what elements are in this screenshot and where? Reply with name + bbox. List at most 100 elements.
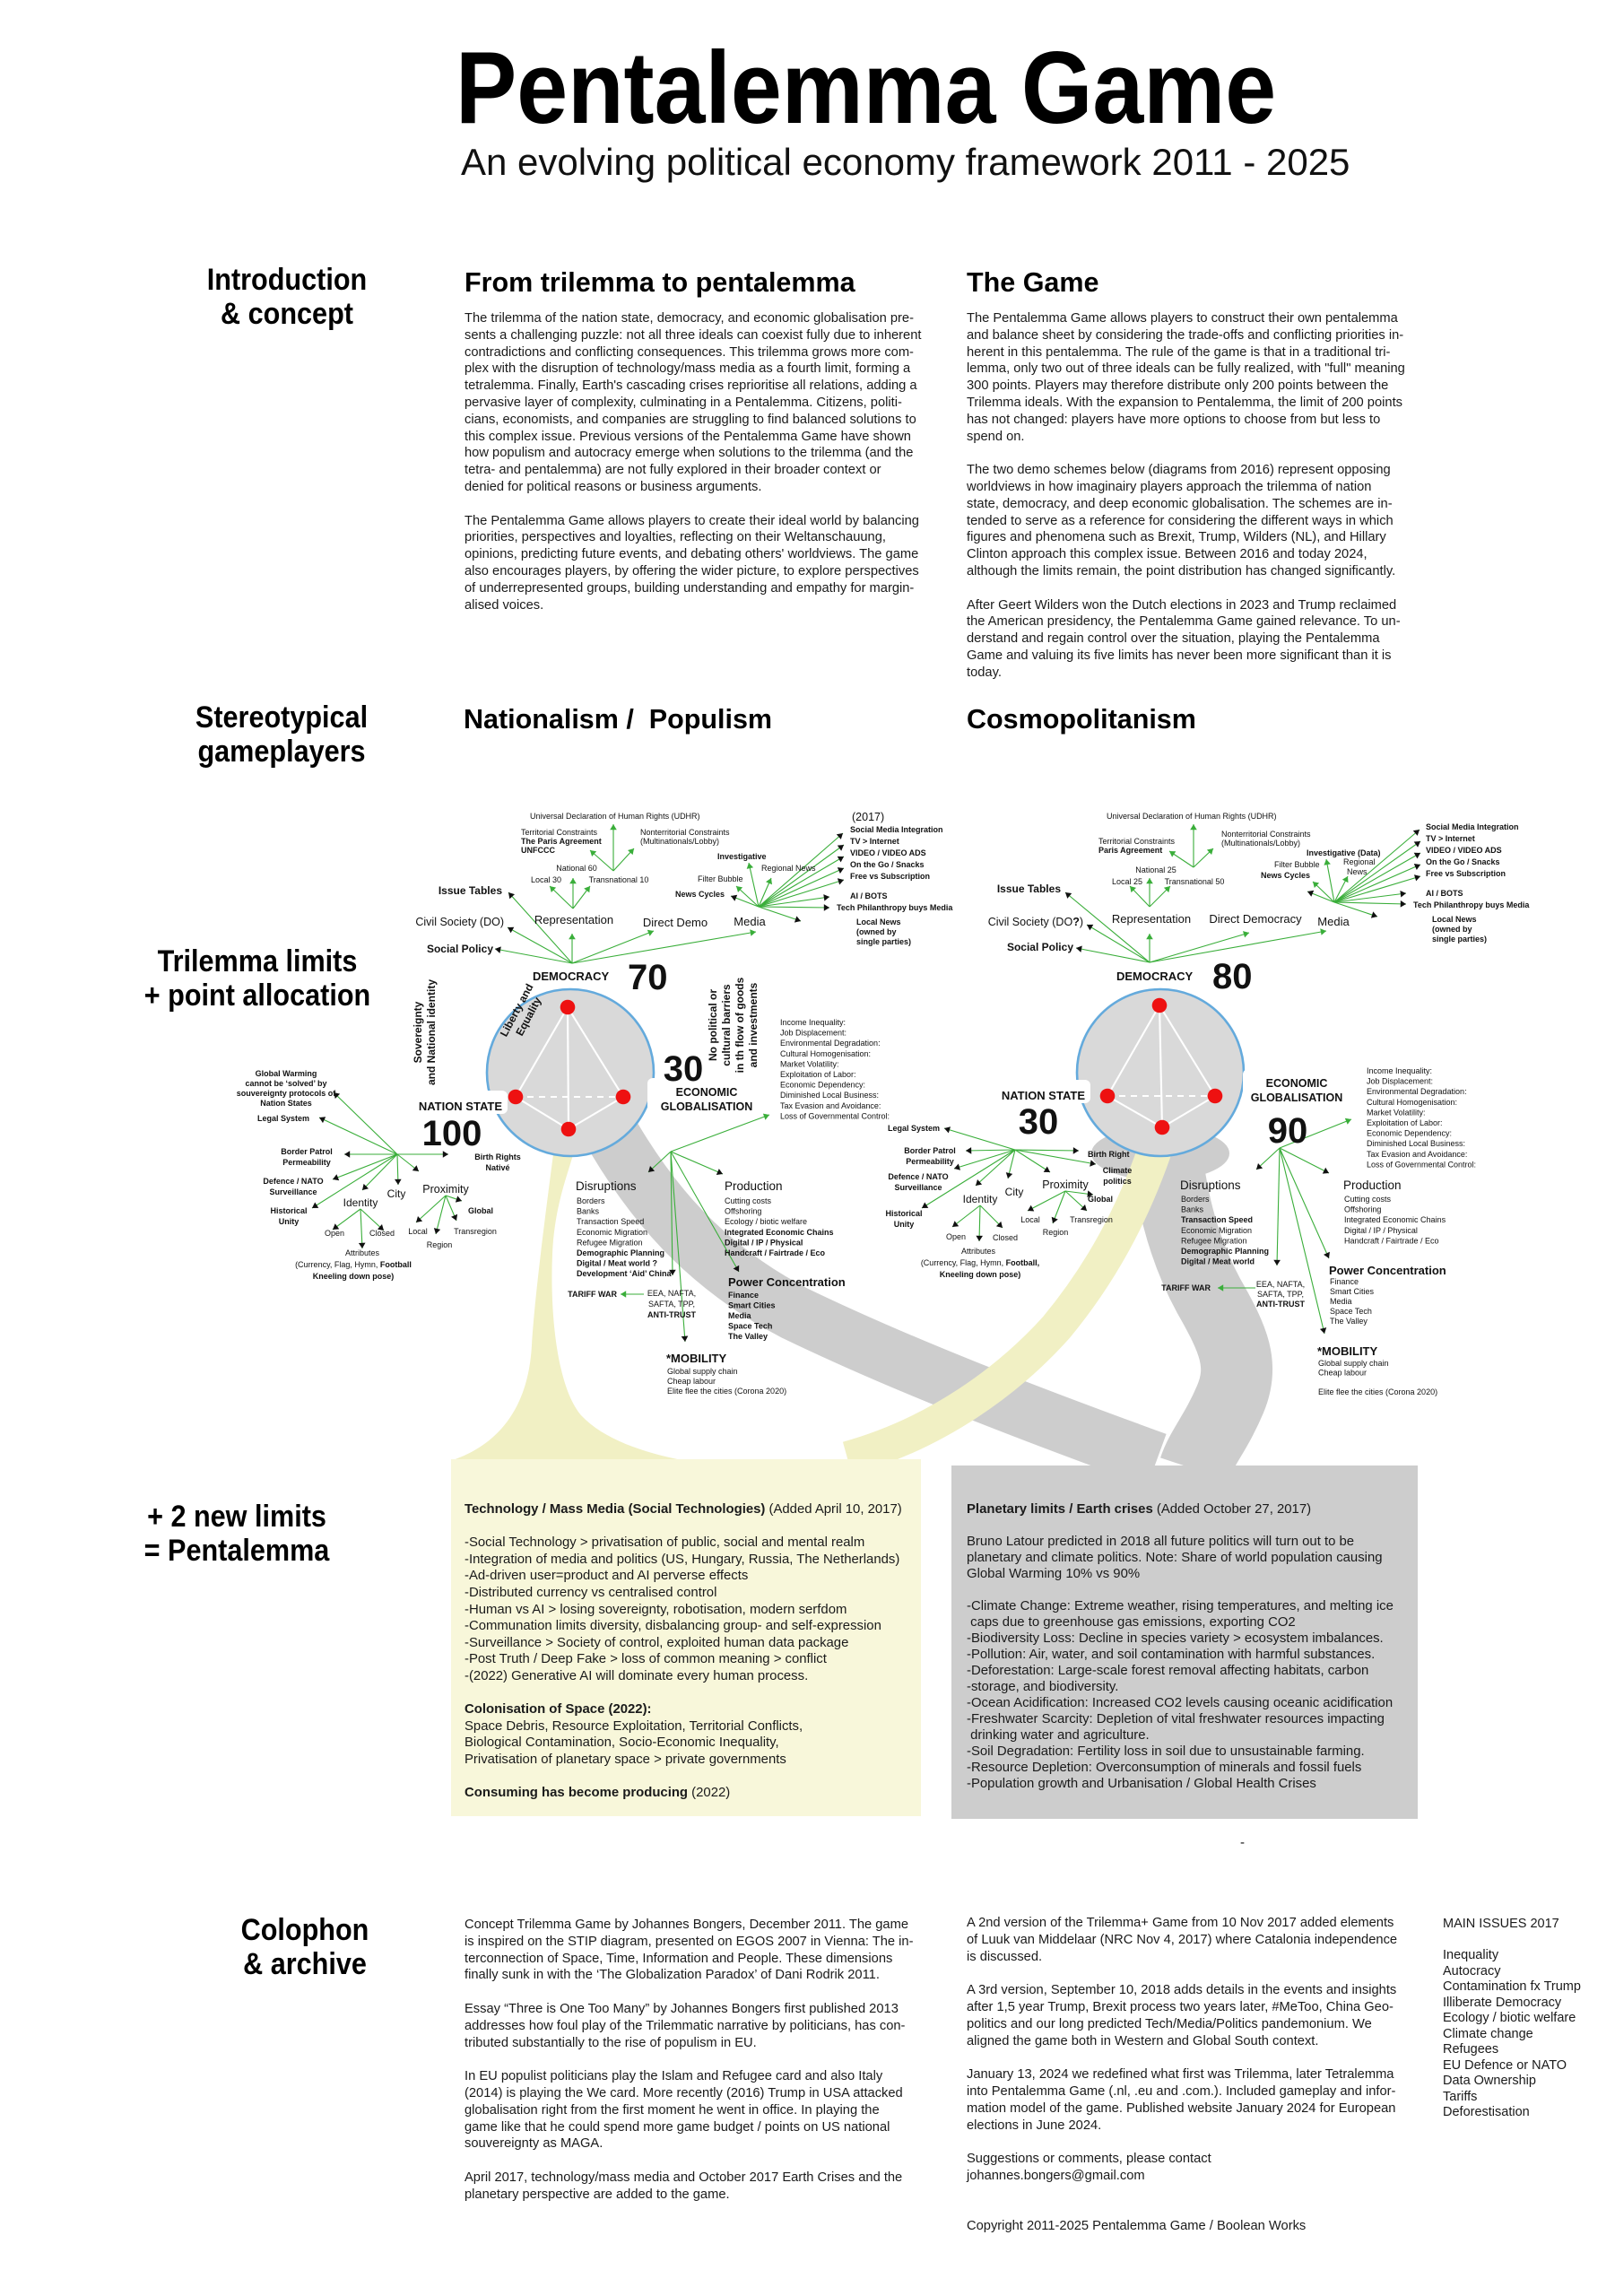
svg-text:Birth Right: Birth Right	[1088, 1150, 1130, 1159]
svg-text:The Valley: The Valley	[728, 1332, 768, 1341]
svg-text:TV > Internet: TV > Internet	[1426, 834, 1475, 843]
svg-text:Nation States: Nation States	[260, 1099, 312, 1108]
svg-text:On the Go / Snacks: On the Go / Snacks	[850, 860, 925, 869]
svg-text:Elite flee the cities (Corona: Elite flee the cities (Corona 2020)	[667, 1387, 786, 1396]
svg-text:*MOBILITY: *MOBILITY	[666, 1352, 726, 1365]
svg-text:Closed: Closed	[993, 1233, 1018, 1242]
svg-text:Issue Tables: Issue Tables	[438, 884, 502, 897]
svg-text:Open: Open	[325, 1229, 344, 1238]
svg-text:Exploitation of Labor:: Exploitation of Labor:	[780, 1070, 856, 1079]
svg-text:Digital / IP / Physical: Digital / IP / Physical	[1344, 1226, 1418, 1235]
svg-text:News Cycles: News Cycles	[675, 890, 725, 899]
svg-text:Power Concentration: Power Concentration	[728, 1275, 846, 1289]
svg-text:Exploitation of Labor:: Exploitation of Labor:	[1367, 1118, 1443, 1127]
svg-text:NATION STATE: NATION STATE	[419, 1100, 502, 1113]
svg-text:City: City	[387, 1187, 406, 1200]
svg-text:Social Policy: Social Policy	[427, 943, 493, 955]
svg-text:Civil Society (DO?): Civil Society (DO?)	[988, 916, 1083, 928]
svg-text:Production: Production	[725, 1179, 783, 1193]
svg-text:(owned by: (owned by	[856, 927, 897, 936]
svg-text:Universal Declaration of Human: Universal Declaration of Human Rights (U…	[530, 812, 700, 821]
svg-text:Transnational 50: Transnational 50	[1165, 877, 1225, 886]
svg-text:Market Volatility:: Market Volatility:	[780, 1059, 839, 1068]
svg-text:Local: Local	[1020, 1215, 1040, 1224]
svg-text:Cheap labour: Cheap labour	[667, 1377, 716, 1386]
svg-text:and National identity: and National identity	[425, 979, 438, 1085]
svg-text:Environmental Degradation:: Environmental Degradation:	[780, 1039, 881, 1048]
svg-text:Banks: Banks	[1181, 1205, 1204, 1214]
svg-text:TV > Internet: TV > Internet	[850, 837, 899, 846]
svg-text:(Currency, Flag, Hymn, Footbal: (Currency, Flag, Hymn, Football,	[921, 1258, 1039, 1267]
svg-text:Attributes: Attributes	[345, 1248, 380, 1257]
svg-text:VIDEO / VIDEO ADS: VIDEO / VIDEO ADS	[1426, 846, 1502, 855]
svg-text:80: 80	[1212, 957, 1253, 996]
svg-text:Income Inequality:: Income Inequality:	[780, 1018, 846, 1027]
svg-text:single parties): single parties)	[1432, 935, 1487, 944]
svg-text:Local News: Local News	[1432, 915, 1477, 924]
svg-text:The Valley: The Valley	[1330, 1317, 1368, 1326]
svg-text:Filter Bubble: Filter Bubble	[698, 874, 743, 883]
svg-text:TARIFF WAR: TARIFF WAR	[1161, 1283, 1211, 1292]
svg-text:100: 100	[422, 1114, 482, 1153]
svg-text:Free vs Subscription: Free vs Subscription	[850, 872, 930, 881]
svg-text:Job Displacement:: Job Displacement:	[780, 1029, 847, 1038]
svg-text:DEMOCRACY: DEMOCRACY	[533, 970, 610, 983]
svg-text:(2017): (2017)	[852, 811, 884, 823]
svg-text:ANTI-TRUST: ANTI-TRUST	[1256, 1300, 1305, 1309]
svg-text:The Paris Agreement: The Paris Agreement	[521, 837, 602, 846]
svg-text:Disruptions: Disruptions	[576, 1179, 637, 1193]
svg-text:EEA, NAFTA,: EEA, NAFTA,	[1256, 1280, 1305, 1289]
svg-text:Transaction Speed: Transaction Speed	[577, 1217, 644, 1226]
svg-text:Refugee Migration: Refugee Migration	[1181, 1236, 1247, 1245]
svg-text:Smart Cities: Smart Cities	[728, 1301, 776, 1310]
svg-text:Finance: Finance	[728, 1291, 759, 1300]
svg-text:Nonterritorial Constraints: Nonterritorial Constraints	[1221, 830, 1311, 839]
svg-text:Permeability: Permeability	[282, 1158, 331, 1167]
svg-text:GLOBALISATION: GLOBALISATION	[661, 1100, 753, 1113]
svg-text:in th flow of goods: in th flow of goods	[734, 977, 746, 1073]
svg-text:Cutting costs: Cutting costs	[1344, 1195, 1392, 1204]
svg-text:Borders: Borders	[1181, 1195, 1210, 1204]
svg-text:Ecology / biotic welfare: Ecology / biotic welfare	[725, 1217, 807, 1226]
svg-text:News: News	[1347, 867, 1368, 876]
svg-text:ECONOMIC: ECONOMIC	[676, 1086, 738, 1099]
svg-text:Legal System: Legal System	[257, 1114, 309, 1123]
svg-text:Defence / NATO: Defence / NATO	[263, 1177, 323, 1186]
svg-text:ECONOMIC: ECONOMIC	[1266, 1077, 1328, 1090]
svg-text:AI / BOTS: AI / BOTS	[850, 891, 888, 900]
svg-text:Investigative (Data): Investigative (Data)	[1307, 848, 1381, 857]
svg-text:Representation: Representation	[1112, 912, 1191, 926]
svg-text:On the Go / Snacks: On the Go / Snacks	[1426, 857, 1500, 866]
svg-text:SAFTA, TPP,: SAFTA, TPP,	[1257, 1290, 1304, 1299]
svg-text:Media: Media	[1317, 915, 1350, 928]
svg-text:Direct Demo: Direct Demo	[643, 916, 708, 929]
svg-text:Finance: Finance	[1330, 1277, 1359, 1286]
svg-text:Unity: Unity	[279, 1217, 300, 1226]
svg-text:Cheap labour: Cheap labour	[1318, 1369, 1367, 1378]
svg-text:and investments: and investments	[747, 982, 760, 1067]
svg-text:National 25: National 25	[1135, 865, 1177, 874]
svg-text:Economic Dependency:: Economic Dependency:	[780, 1081, 865, 1090]
svg-text:Economic Dependency:: Economic Dependency:	[1367, 1129, 1452, 1138]
svg-text:ANTI-TRUST: ANTI-TRUST	[647, 1310, 696, 1319]
svg-text:Cutting costs: Cutting costs	[725, 1196, 772, 1205]
svg-text:Universal Declaration of Human: Universal Declaration of Human Rights (U…	[1107, 812, 1277, 821]
svg-text:Territorial Constraints: Territorial Constraints	[1098, 837, 1176, 846]
svg-text:Region: Region	[1043, 1228, 1069, 1237]
svg-text:Territorial Constraints: Territorial Constraints	[521, 828, 598, 837]
svg-text:Global Warming: Global Warming	[256, 1069, 317, 1078]
svg-text:cultural barriers: cultural barriers	[720, 984, 733, 1066]
svg-text:National 60: National 60	[556, 864, 597, 873]
svg-text:Permeability: Permeability	[906, 1157, 954, 1166]
svg-text:Tech Philanthropy buys Media: Tech Philanthropy buys Media	[837, 903, 953, 912]
svg-text:cannot be ‘solved’ by: cannot be ‘solved’ by	[245, 1079, 326, 1088]
svg-text:Integrated Economic Chains: Integrated Economic Chains	[1344, 1215, 1446, 1224]
svg-text:Job Displacement:: Job Displacement:	[1367, 1077, 1433, 1086]
svg-text:Cultural Homogenisation:: Cultural Homogenisation:	[780, 1049, 871, 1058]
svg-text:Kneeling down pose): Kneeling down pose)	[313, 1272, 395, 1281]
svg-text:NATION STATE: NATION STATE	[1002, 1089, 1085, 1102]
svg-text:Smart Cities: Smart Cities	[1330, 1287, 1375, 1296]
svg-text:Tech Philanthropy buys Media: Tech Philanthropy buys Media	[1413, 900, 1530, 909]
svg-text:Representation: Representation	[534, 913, 613, 926]
svg-text:Digital / IP / Physical: Digital / IP / Physical	[725, 1238, 803, 1247]
